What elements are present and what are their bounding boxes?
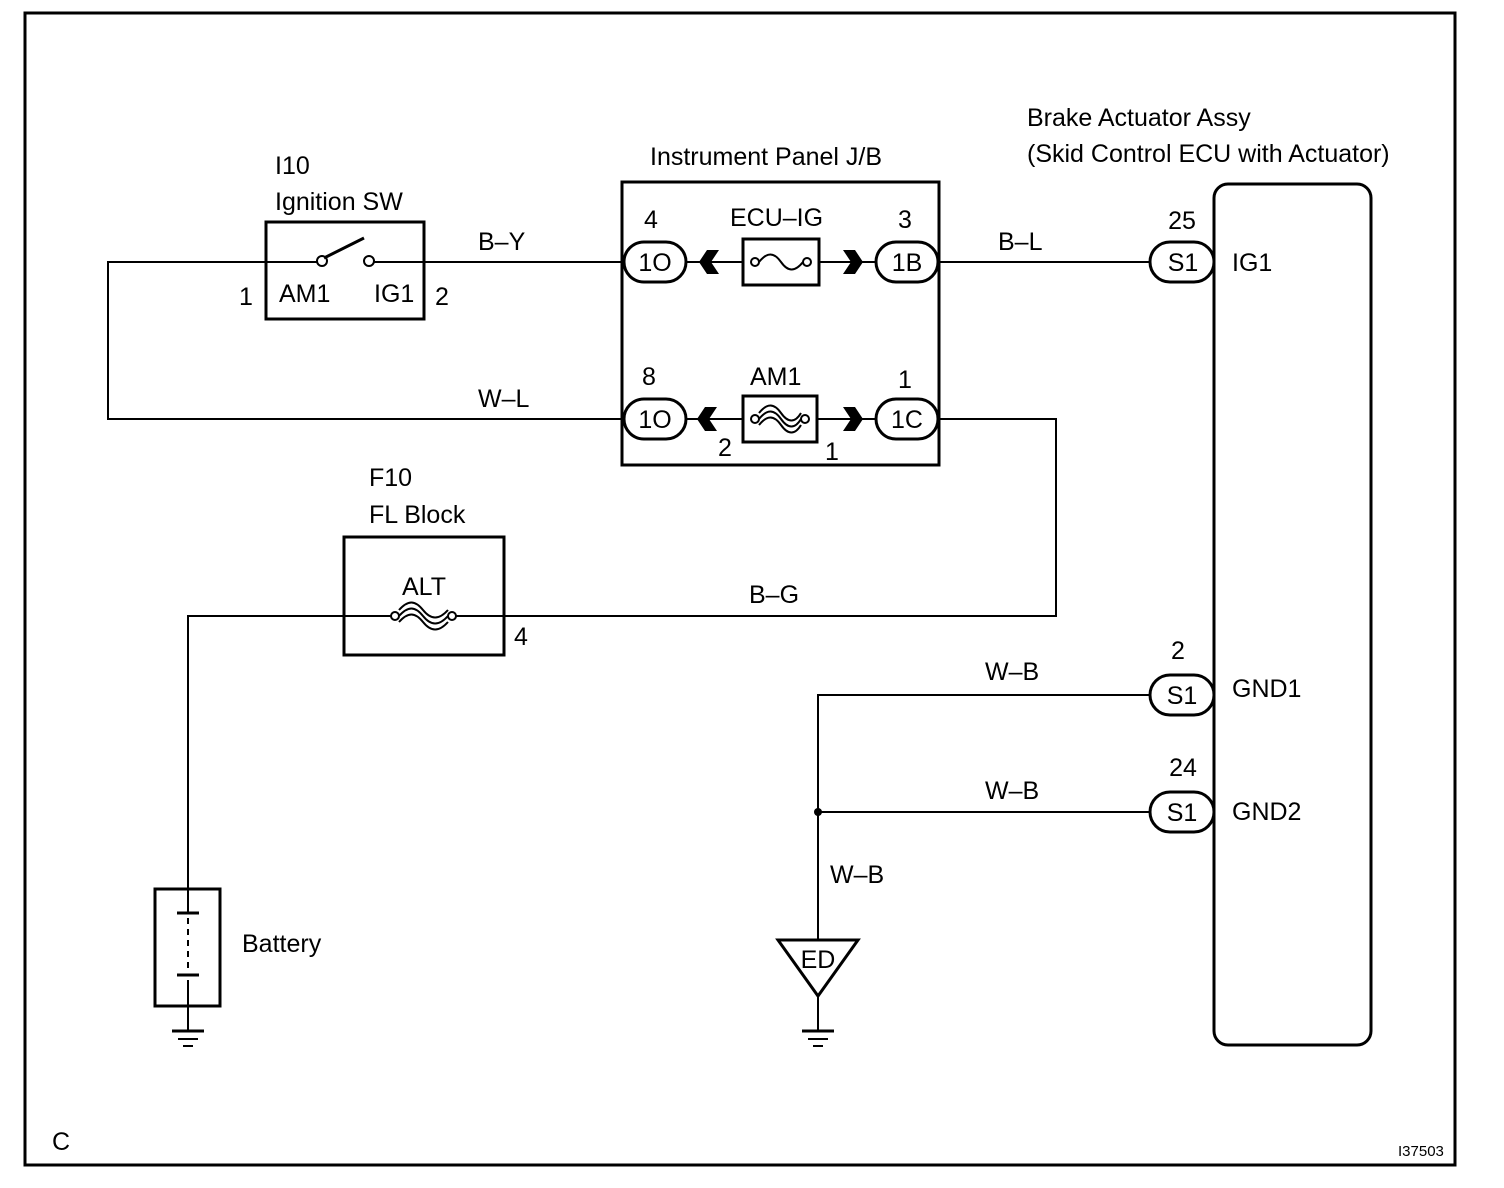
junction-block-name: Instrument Panel J/B bbox=[650, 143, 882, 171]
fl-block-code: F10 bbox=[369, 464, 412, 492]
actuator-term-gnd2: GND2 bbox=[1232, 798, 1301, 826]
fuse-am1-pin-left: 2 bbox=[718, 434, 732, 462]
jb-pin-bottom-right: 1 bbox=[898, 366, 912, 394]
wire-label-w-b-1: W–B bbox=[985, 658, 1039, 686]
switch-lever bbox=[323, 236, 365, 260]
actuator-connector-s1-ig1-label: S1 bbox=[1168, 249, 1199, 277]
wire-b-g bbox=[504, 418, 1057, 617]
jb-pin-top-left: 4 bbox=[644, 206, 658, 234]
connector-1c-label: 1C bbox=[891, 406, 923, 434]
actuator-pin-2: 2 bbox=[1171, 637, 1185, 665]
connector-arrow-top-left bbox=[699, 250, 719, 274]
actuator-term-ig1: IG1 bbox=[1232, 249, 1272, 277]
connector-arrow-bottom-right bbox=[843, 407, 863, 431]
actuator-term-gnd1: GND1 bbox=[1232, 675, 1301, 703]
jb-pin-bottom-left: 8 bbox=[642, 363, 656, 391]
ignition-pin-right: 2 bbox=[435, 283, 449, 311]
actuator-connector-s1-gnd2 bbox=[1148, 790, 1216, 834]
wire-label-b-l: B–L bbox=[998, 228, 1043, 256]
fl-block-box bbox=[342, 535, 506, 657]
connector-arrow-top-right bbox=[843, 250, 863, 274]
wire-battery-feed bbox=[187, 615, 344, 888]
ignition-pin-left: 1 bbox=[239, 283, 253, 311]
ignition-switch-name: Ignition SW bbox=[275, 188, 403, 216]
fl-block-name: FL Block bbox=[369, 501, 466, 529]
fuse-am1-element bbox=[758, 404, 802, 434]
wires bbox=[107, 261, 1150, 940]
jb-fuse-bottom-label: AM1 bbox=[750, 363, 801, 391]
switch-contact-right bbox=[363, 255, 375, 267]
jb-pin-top-right: 3 bbox=[898, 206, 912, 234]
wire-label-w-b-2: W–B bbox=[985, 777, 1039, 805]
corner-code: C bbox=[52, 1128, 70, 1156]
wire-w-l-loop bbox=[107, 261, 623, 420]
fuse-alt-terminal-left bbox=[390, 611, 400, 621]
fuse-alt-terminal-right bbox=[447, 611, 457, 621]
ed-ground-label: ED bbox=[801, 946, 836, 974]
battery-label: Battery bbox=[242, 930, 322, 958]
wire-label-w-l: W–L bbox=[478, 385, 530, 413]
ignition-switch: I10 Ignition SW 1 AM1 IG1 2 bbox=[239, 152, 449, 321]
connector-1o-bottom bbox=[622, 397, 688, 441]
fuse-ecu-ig-terminal-left bbox=[750, 257, 760, 267]
actuator-connector-s1-gnd1 bbox=[1148, 673, 1216, 717]
actuator-pin-25: 25 bbox=[1168, 207, 1196, 235]
fuse-am1-terminal-right bbox=[800, 414, 810, 424]
connector-1o-top bbox=[622, 240, 688, 284]
ignition-term-right: IG1 bbox=[374, 280, 414, 308]
battery: Battery bbox=[153, 887, 322, 1030]
actuator-body bbox=[1212, 182, 1373, 1047]
jb-fuse-top-label: ECU–IG bbox=[730, 204, 823, 232]
actuator-connector-s1-gnd1-label: S1 bbox=[1167, 682, 1198, 710]
ignition-term-left: AM1 bbox=[279, 280, 330, 308]
fl-block-pin: 4 bbox=[514, 623, 528, 651]
connector-1b bbox=[874, 240, 940, 284]
splice-point bbox=[814, 808, 822, 816]
connector-1b-label: 1B bbox=[892, 249, 923, 277]
ignition-switch-code: I10 bbox=[275, 152, 310, 180]
fuse-alt-element bbox=[398, 601, 449, 631]
wire-w-b-gnd1 bbox=[817, 694, 1150, 940]
battery-ground-symbol bbox=[172, 1029, 204, 1047]
wire-label-w-b-3: W–B bbox=[830, 861, 884, 889]
actuator-connector-s1-ig1 bbox=[1148, 240, 1216, 284]
ignition-switch-box bbox=[264, 220, 426, 321]
wire-label-b-g: B–G bbox=[749, 581, 799, 609]
diagram-frame bbox=[23, 11, 1457, 1167]
figure-id: I37503 bbox=[1398, 1143, 1444, 1160]
actuator-title-line1: Brake Actuator Assy bbox=[1027, 104, 1251, 132]
junction-block-box bbox=[620, 180, 941, 467]
fl-block: F10 FL Block ALT 4 bbox=[342, 464, 528, 657]
ed-ground: ED bbox=[775, 938, 861, 1047]
fuse-alt-label: ALT bbox=[402, 573, 446, 601]
wire-label-b-y: B–Y bbox=[478, 228, 526, 256]
brake-actuator: Brake Actuator Assy (Skid Control ECU wi… bbox=[1027, 104, 1390, 1047]
junction-block: Instrument Panel J/B 4 ECU–IG 3 1O 1B 8 … bbox=[620, 143, 941, 467]
connector-1c bbox=[874, 397, 940, 441]
connector-1o-bottom-label: 1O bbox=[638, 406, 671, 434]
actuator-connector-s1-gnd2-label: S1 bbox=[1167, 799, 1198, 827]
actuator-pin-24: 24 bbox=[1169, 754, 1197, 782]
fuse-ecu-ig-terminal-right bbox=[802, 257, 812, 267]
connector-1o-top-label: 1O bbox=[638, 249, 671, 277]
actuator-title-line2: (Skid Control ECU with Actuator) bbox=[1027, 140, 1390, 168]
fuse-ecu-ig-element bbox=[758, 253, 804, 271]
connector-arrow-bottom-left bbox=[697, 407, 717, 431]
fuse-am1-pin-right: 1 bbox=[825, 438, 839, 466]
ed-ground-triangle bbox=[775, 938, 861, 999]
fuse-am1-terminal-left bbox=[750, 414, 760, 424]
